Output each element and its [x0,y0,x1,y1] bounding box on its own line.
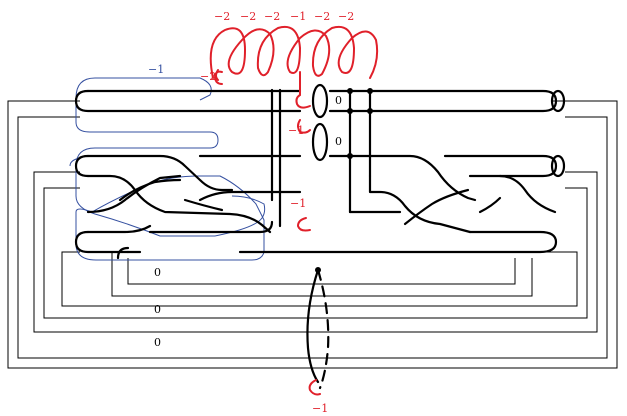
coef-5: −2 [314,10,330,23]
zero-framed-circles [311,83,373,162]
coef-1: −2 [214,10,230,23]
coef-2: −2 [240,10,256,23]
red-bottom-label: −1 [312,402,328,415]
coef-6: −2 [338,10,354,23]
coef-4: −1 [290,10,306,23]
zero-label-a: 0 [335,94,342,107]
dashed-ellipse [306,267,330,390]
red-mid2-label: −1 [290,197,306,210]
coef-3: −2 [264,10,280,23]
red-component [209,26,379,396]
zero-label-e: 0 [154,336,161,349]
red-mid1-label: −1 [288,124,304,137]
top-coefficients: −2 −2 −2 −1 −2 −2 [214,10,354,23]
zero-label-d: 0 [154,303,161,316]
zero-label-c: 0 [154,266,161,279]
zero-label-b: 0 [335,135,342,148]
thick-bands [74,88,566,260]
red-left-label: −2 [200,70,216,83]
blue-framing-label: −1 [148,63,164,76]
